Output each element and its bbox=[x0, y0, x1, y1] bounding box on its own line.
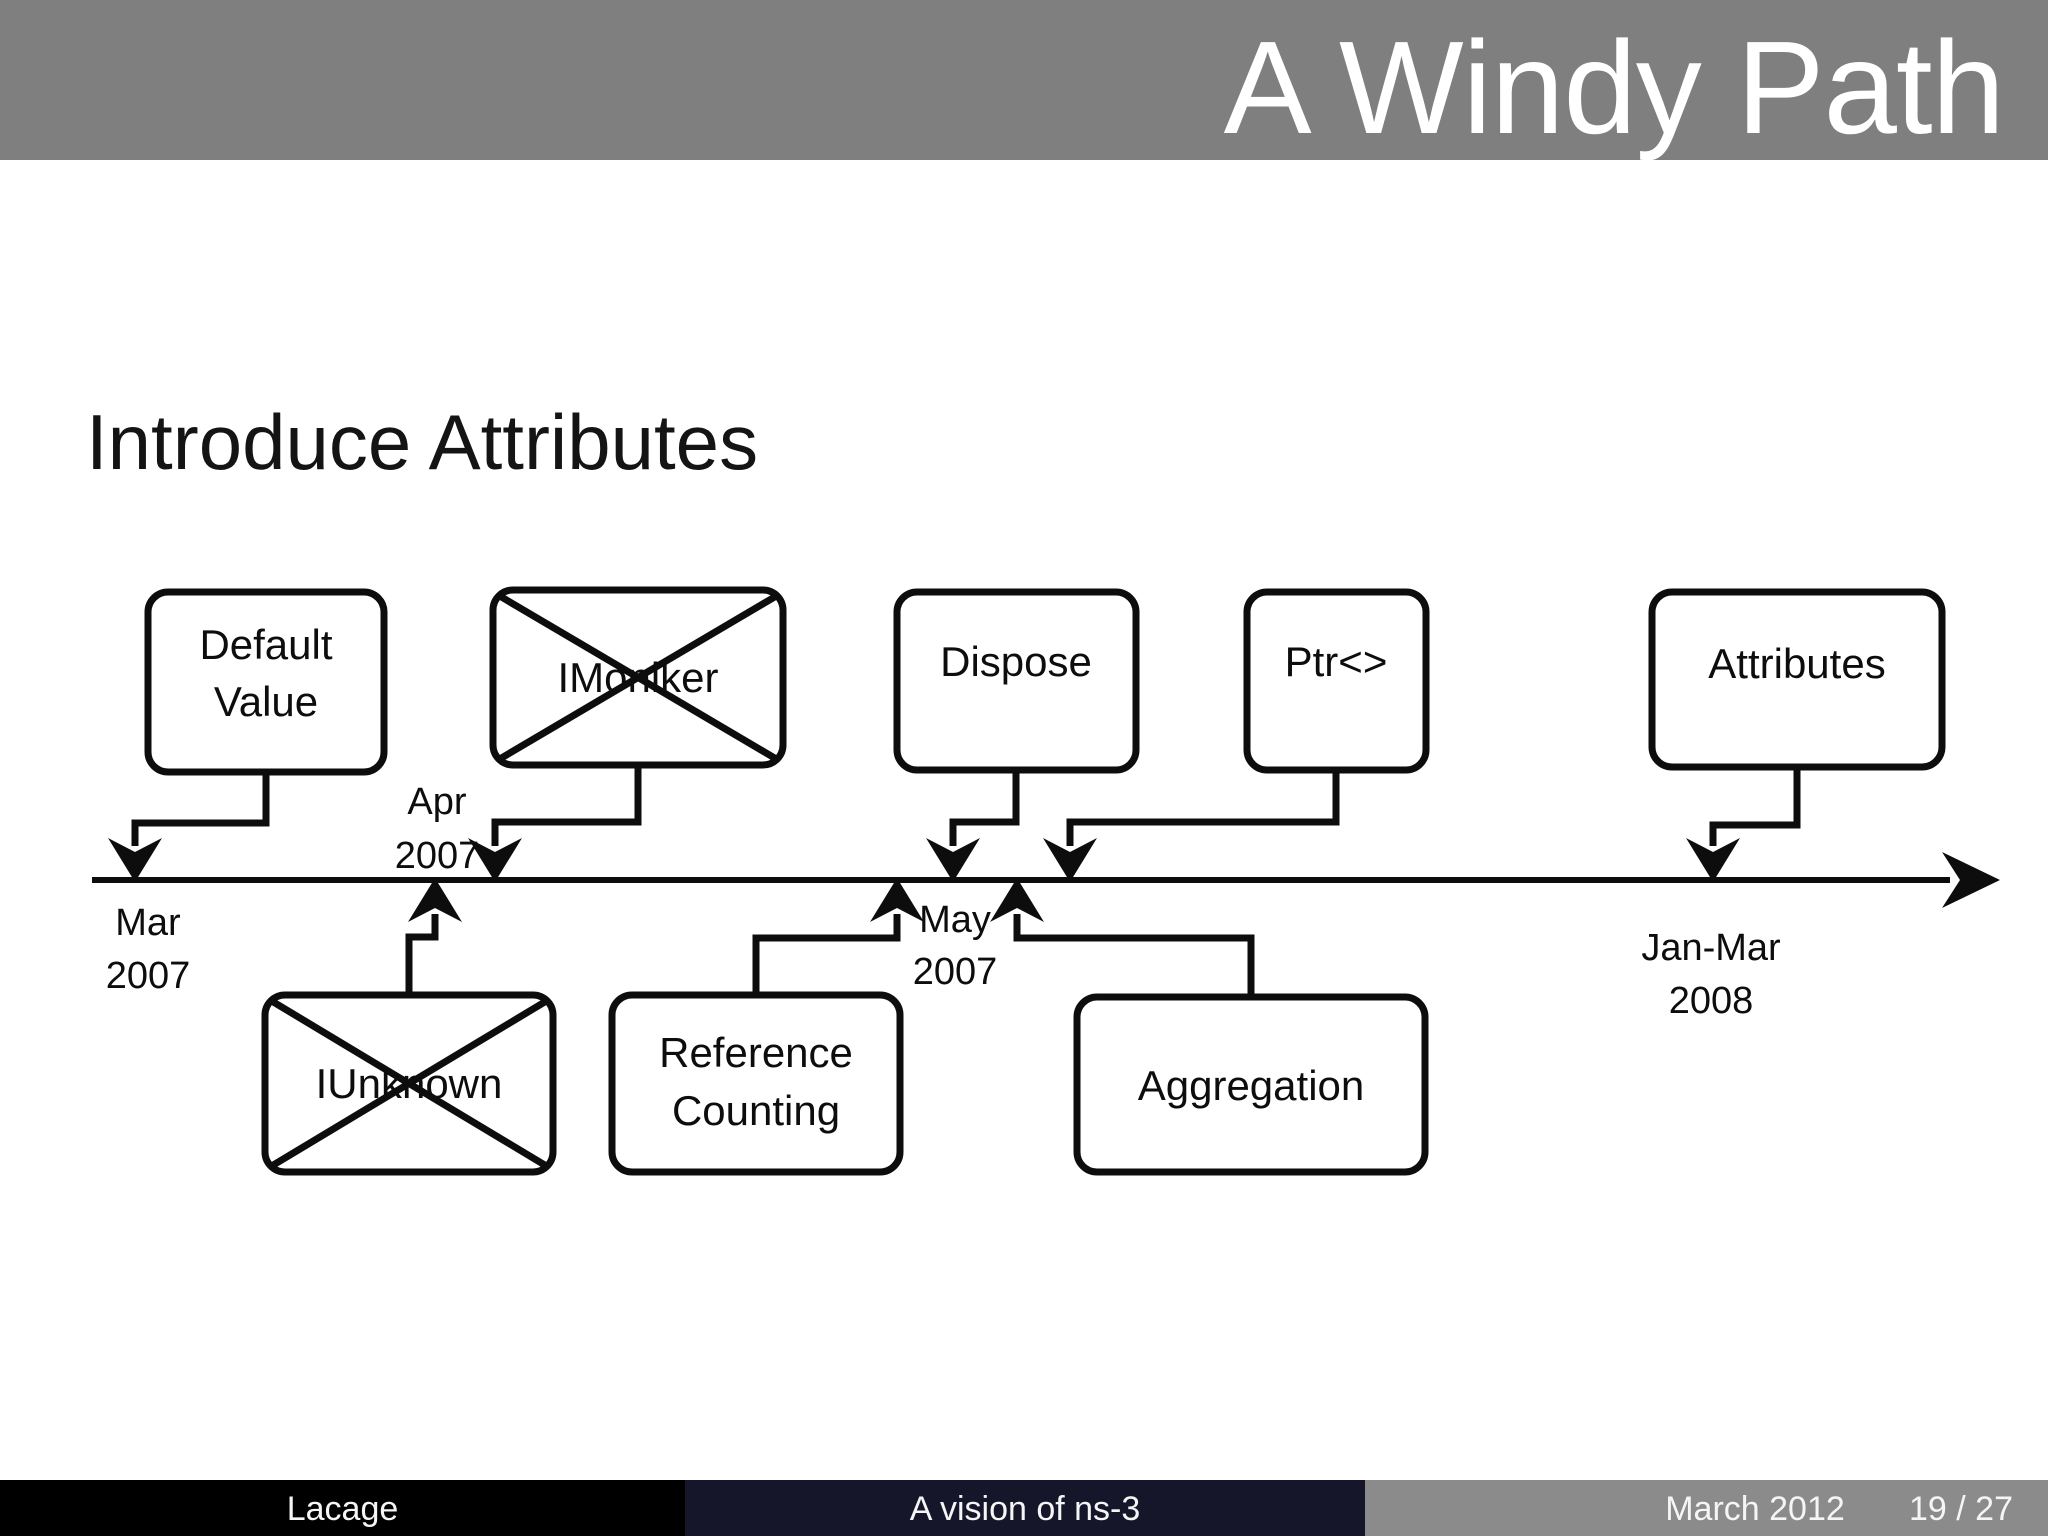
timeline-arrowhead bbox=[1942, 852, 2000, 908]
tick-mar-year: 2007 bbox=[106, 955, 191, 997]
tick-janmar-year: 2008 bbox=[1669, 980, 1754, 1022]
box-dispose bbox=[893, 588, 1140, 774]
connector-ptr bbox=[1066, 768, 1340, 846]
footer-deck-title: A vision of ns-3 bbox=[909, 1490, 1141, 1528]
label-attributes: Attributes bbox=[1708, 640, 1885, 687]
slide-title: A Windy Path bbox=[1223, 14, 2005, 161]
tick-apr-month: Apr bbox=[407, 781, 466, 823]
label-imoniker: IMoniker bbox=[557, 654, 718, 701]
connector-reference-counting bbox=[752, 914, 901, 995]
connector-iunknown bbox=[405, 914, 439, 995]
tick-apr-year: 2007 bbox=[395, 835, 480, 877]
box-reference-counting bbox=[608, 991, 904, 1176]
label-aggregation: Aggregation bbox=[1138, 1062, 1365, 1109]
connector-imoniker bbox=[491, 763, 642, 846]
label-counting: Counting bbox=[672, 1087, 840, 1134]
box-ptr bbox=[1243, 588, 1430, 774]
cross-imoniker bbox=[496, 591, 780, 764]
arrowhead-down-apr bbox=[468, 838, 522, 882]
slide-subtitle: Introduce Attributes bbox=[86, 398, 759, 486]
arrowhead-down-attributes bbox=[1686, 838, 1740, 882]
cross-iunknown bbox=[268, 996, 550, 1171]
arrowhead-down-mar bbox=[108, 838, 162, 882]
label-value: Value bbox=[214, 678, 318, 725]
footer-date-segment: March 2012 19 / 27 bbox=[1365, 1480, 2048, 1536]
tick-janmar-months: Jan-Mar bbox=[1641, 927, 1781, 969]
arrowhead-up-aggregation bbox=[990, 878, 1044, 922]
connector-attributes bbox=[1709, 765, 1801, 846]
footer-author: Lacage bbox=[286, 1490, 399, 1528]
tick-may-month: May bbox=[919, 899, 991, 941]
tick-mar-month: Mar bbox=[115, 902, 181, 944]
connector-lines bbox=[131, 763, 1801, 997]
box-attributes bbox=[1648, 588, 1946, 771]
arrowhead-down-dispose bbox=[926, 838, 980, 882]
box-aggregation bbox=[1073, 993, 1429, 1176]
connector-default-value bbox=[131, 770, 270, 846]
slide-header-bar: A Windy Path bbox=[0, 0, 2048, 161]
arrowheads bbox=[108, 838, 1740, 922]
label-reference: Reference bbox=[659, 1029, 853, 1076]
footer-author-segment: Lacage bbox=[0, 1480, 685, 1536]
connector-aggregation bbox=[1013, 914, 1255, 997]
arrowhead-up-reference bbox=[870, 878, 924, 922]
footer-date: March 2012 bbox=[1665, 1490, 1845, 1528]
box-default-value bbox=[144, 588, 388, 776]
label-iunknown: IUnknown bbox=[316, 1060, 503, 1107]
arrowhead-up-iunknown bbox=[408, 878, 462, 922]
connector-dispose bbox=[949, 768, 1020, 846]
timeline-axis bbox=[92, 852, 2000, 908]
tick-may-year: 2007 bbox=[913, 951, 998, 993]
footer-page-number: 19 / 27 bbox=[1909, 1490, 2013, 1528]
footer-title-segment: A vision of ns-3 bbox=[685, 1480, 1365, 1536]
arrowhead-down-ptr bbox=[1043, 838, 1097, 882]
footer-bar: Lacage A vision of ns-3 March 2012 19 / … bbox=[0, 1480, 2048, 1536]
label-default: Default bbox=[199, 621, 332, 668]
label-dispose: Dispose bbox=[940, 638, 1092, 685]
label-ptr: Ptr<> bbox=[1285, 638, 1388, 685]
